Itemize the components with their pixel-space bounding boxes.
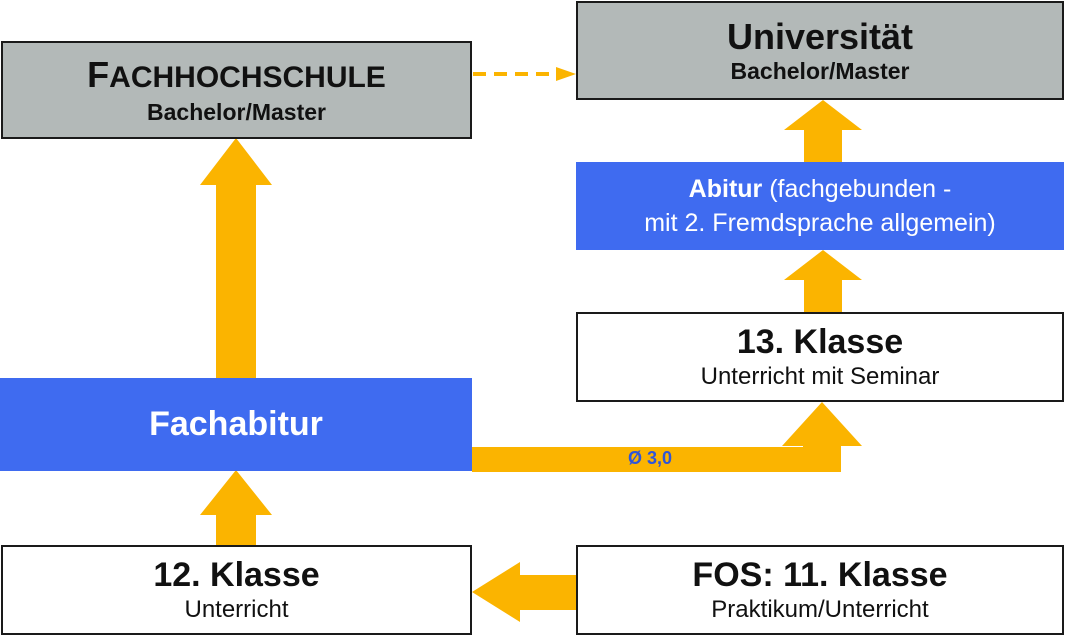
arrow-fos11-to-klasse12 [472, 562, 576, 622]
arrow-klasse12-to-fachabitur [200, 470, 272, 545]
fachhochschule-subtitle: Bachelor/Master [147, 98, 326, 125]
dashed-arrowhead [556, 67, 576, 81]
abitur-box: Abitur (fachgebunden - mit 2. Fremdsprac… [576, 162, 1064, 250]
fachhochschule-title: FACHHOCHSCHULE [87, 53, 386, 95]
abitur-line-2: mit 2. Fremdsprache allgemein) [644, 209, 996, 237]
klasse12-subtitle: Unterricht [184, 596, 289, 623]
fos11-subtitle: Praktikum/Unterricht [711, 596, 929, 623]
fachabitur-label: Fachabitur [149, 405, 323, 443]
arrow-klasse13-to-abitur [784, 250, 862, 312]
fos11-box: FOS: 11. Klasse Praktikum/Unterricht [576, 545, 1064, 635]
klasse13-box: 13. Klasse Unterricht mit Seminar [576, 312, 1064, 402]
universitaet-title: Universität [726, 15, 914, 57]
klasse13-subtitle: Unterricht mit Seminar [700, 363, 940, 390]
klasse12-box: 12. Klasse Unterricht [1, 545, 472, 635]
universitaet-subtitle: Bachelor/Master [730, 57, 910, 84]
arrow-fachabitur-to-klasse13 [472, 402, 862, 472]
klasse12-title: 12. Klasse [153, 556, 320, 594]
universitaet-box: Universität Bachelor/Master [576, 1, 1064, 100]
arrow-fachabitur-to-fachhochschule [200, 138, 272, 378]
arrow-abitur-to-universitaet [784, 100, 862, 162]
klasse13-title: 13. Klasse [736, 323, 904, 361]
fachabitur-box: Fachabitur [0, 378, 472, 471]
abitur-label: Abitur [688, 175, 763, 203]
fachhochschule-box: FACHHOCHSCHULE Bachelor/Master [1, 41, 472, 139]
fos11-title: FOS: 11. Klasse [692, 556, 948, 594]
grade-requirement-label: Ø 3,0 [628, 448, 673, 468]
abitur-line-1: Abitur (fachgebunden - [688, 175, 952, 203]
